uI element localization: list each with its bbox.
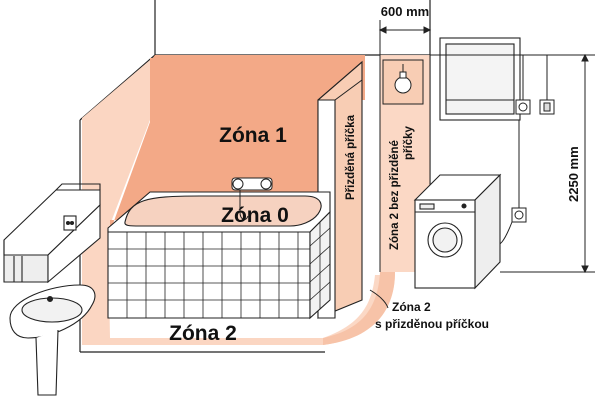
mirror-cabinet-icon — [3, 183, 101, 284]
switch-icon — [539, 99, 555, 115]
bathtub-tiles — [108, 222, 331, 318]
zone-2-area — [82, 55, 430, 345]
light-bulb-icon — [382, 59, 424, 105]
zone-2-floor-label: Zóna 2 — [169, 322, 237, 345]
width-dimension-label: 600 mm — [381, 4, 429, 19]
zone-2-with-partition-line2: s přizděnou příčkou — [375, 317, 489, 331]
zone-2-note-leader — [369, 289, 389, 309]
bathtub-icon — [107, 191, 331, 320]
socket-icon — [511, 99, 531, 223]
zone-2-no-partition-line1: Zóna 2 bez přizděné — [389, 140, 401, 250]
height-dimension — [430, 53, 595, 274]
window-icon — [439, 37, 521, 121]
zone-0-label: Zóna 0 — [221, 204, 289, 227]
zone-2-with-partition-line1: Zóna 2 — [392, 300, 431, 314]
washing-machine-icon — [413, 173, 502, 290]
faucet-icon — [231, 177, 273, 220]
width-dimension — [378, 20, 432, 55]
washbasin-icon — [9, 284, 96, 396]
zone-1-label: Zóna 1 — [219, 124, 287, 147]
height-dimension-label: 2250 mm — [566, 146, 581, 202]
zone-2-no-partition-line2: příčky — [403, 126, 415, 160]
partition-label: Přizděná příčka — [345, 114, 357, 200]
